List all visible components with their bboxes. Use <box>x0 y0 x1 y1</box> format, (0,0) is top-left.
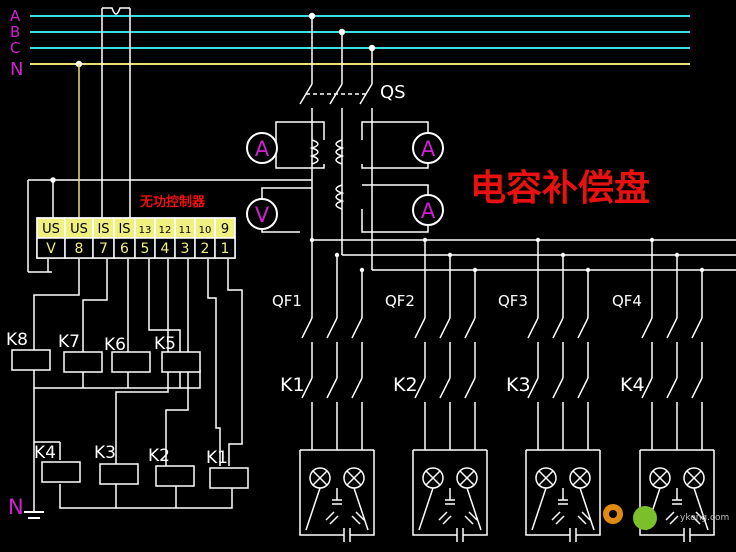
phase-label-b: B <box>10 23 20 41</box>
coil-label-k7: K7 <box>58 332 80 352</box>
coil-label-k6: K6 <box>104 335 126 355</box>
terminal-top-label: 9 <box>221 222 229 237</box>
controller-label: 无功控制器 <box>139 194 206 210</box>
svg-text:A: A <box>421 137 436 161</box>
terminal-top-label: 11 <box>179 225 192 236</box>
phase-label-n: N <box>10 59 23 80</box>
qs-label: QS <box>380 82 406 103</box>
terminal-top-label: IS <box>97 222 109 237</box>
coil-labels: K8 K7 K6 K5 K4 K3 K2 K1 <box>6 330 228 468</box>
terminal-top-label: 13 <box>139 225 152 236</box>
terminal-top-label: IS <box>118 222 130 237</box>
coil-label-k2: K2 <box>148 446 170 466</box>
ammeter-left: A <box>246 132 278 164</box>
meters: A A V A <box>246 132 444 230</box>
terminal-bottom-label: 5 <box>141 241 150 257</box>
ground-label: N <box>8 495 24 519</box>
svg-text:A: A <box>421 199 436 223</box>
contactor-label-k1: K1 <box>280 374 305 396</box>
coils <box>11 349 249 489</box>
ammeter-lower-right: A <box>412 194 444 226</box>
page-title: 电容补偿盘 <box>470 167 650 209</box>
terminal-bottom-label: 7 <box>99 241 108 257</box>
coil-k1 <box>209 467 249 489</box>
coil-k3 <box>99 463 139 485</box>
terminal-bottom-label: 2 <box>201 241 210 257</box>
voltmeter: V <box>246 198 278 230</box>
svg-text:A: A <box>255 137 270 161</box>
breaker-label-qf4: QF4 <box>612 292 642 310</box>
terminal-bottom-8 <box>214 237 236 259</box>
capacitor-branch-1 <box>299 237 375 542</box>
coil-label-k8: K8 <box>6 330 28 350</box>
terminal-bottom-label: 8 <box>75 241 84 257</box>
ammeter-right: A <box>412 132 444 164</box>
capacitor-branch-3 <box>525 237 601 542</box>
terminal-bottom-label: 1 <box>221 241 230 257</box>
capacitor-branch-2 <box>412 237 488 542</box>
svg-text:V: V <box>255 203 270 227</box>
watermark: ykong.com <box>603 504 729 530</box>
contactor-label-k4: K4 <box>620 374 645 396</box>
coil-label-k4: K4 <box>34 443 56 463</box>
terminal-top-label: 12 <box>159 225 172 236</box>
coil-label-k3: K3 <box>94 443 116 463</box>
terminal-bottom-label: 4 <box>161 241 170 257</box>
bus-bars <box>30 15 690 65</box>
terminal-top-label: US <box>42 222 60 237</box>
watermark-leaf-icon <box>633 506 657 530</box>
breaker-label-qf2: QF2 <box>385 292 415 310</box>
phase-label-a: A <box>10 7 21 25</box>
coil-k7 <box>63 351 103 373</box>
phase-labels: A B C N <box>10 7 23 80</box>
controller-feed-wiring <box>50 7 131 218</box>
capacitor-branch-4 <box>639 237 715 542</box>
controller-terminal-block: US V US 8 IS 7 IS 6 13 5 12 4 11 3 10 29 1 <box>36 217 236 259</box>
watermark-text: ykong.com <box>680 513 729 523</box>
breaker-label-qf1: QF1 <box>272 292 302 310</box>
terminal-top-label: US <box>70 222 88 237</box>
coil-k4 <box>41 461 81 483</box>
coil-wiring <box>24 259 243 519</box>
phase-label-c: C <box>10 39 20 57</box>
terminal-bottom-label: 6 <box>120 241 129 257</box>
coil-k5 <box>161 351 201 373</box>
terminal-bottom-label: 3 <box>181 241 190 257</box>
contactor-label-k3: K3 <box>506 374 531 396</box>
coil-k6 <box>111 351 151 373</box>
coil-label-k1: K1 <box>206 448 228 468</box>
coil-k2 <box>155 465 195 487</box>
terminal-bottom-label: V <box>46 241 56 257</box>
contactor-label-k2: K2 <box>393 374 418 396</box>
breaker-label-qf3: QF3 <box>498 292 528 310</box>
coil-k8 <box>11 349 51 371</box>
terminal-top-label: 10 <box>199 225 212 236</box>
coil-label-k5: K5 <box>154 334 176 354</box>
